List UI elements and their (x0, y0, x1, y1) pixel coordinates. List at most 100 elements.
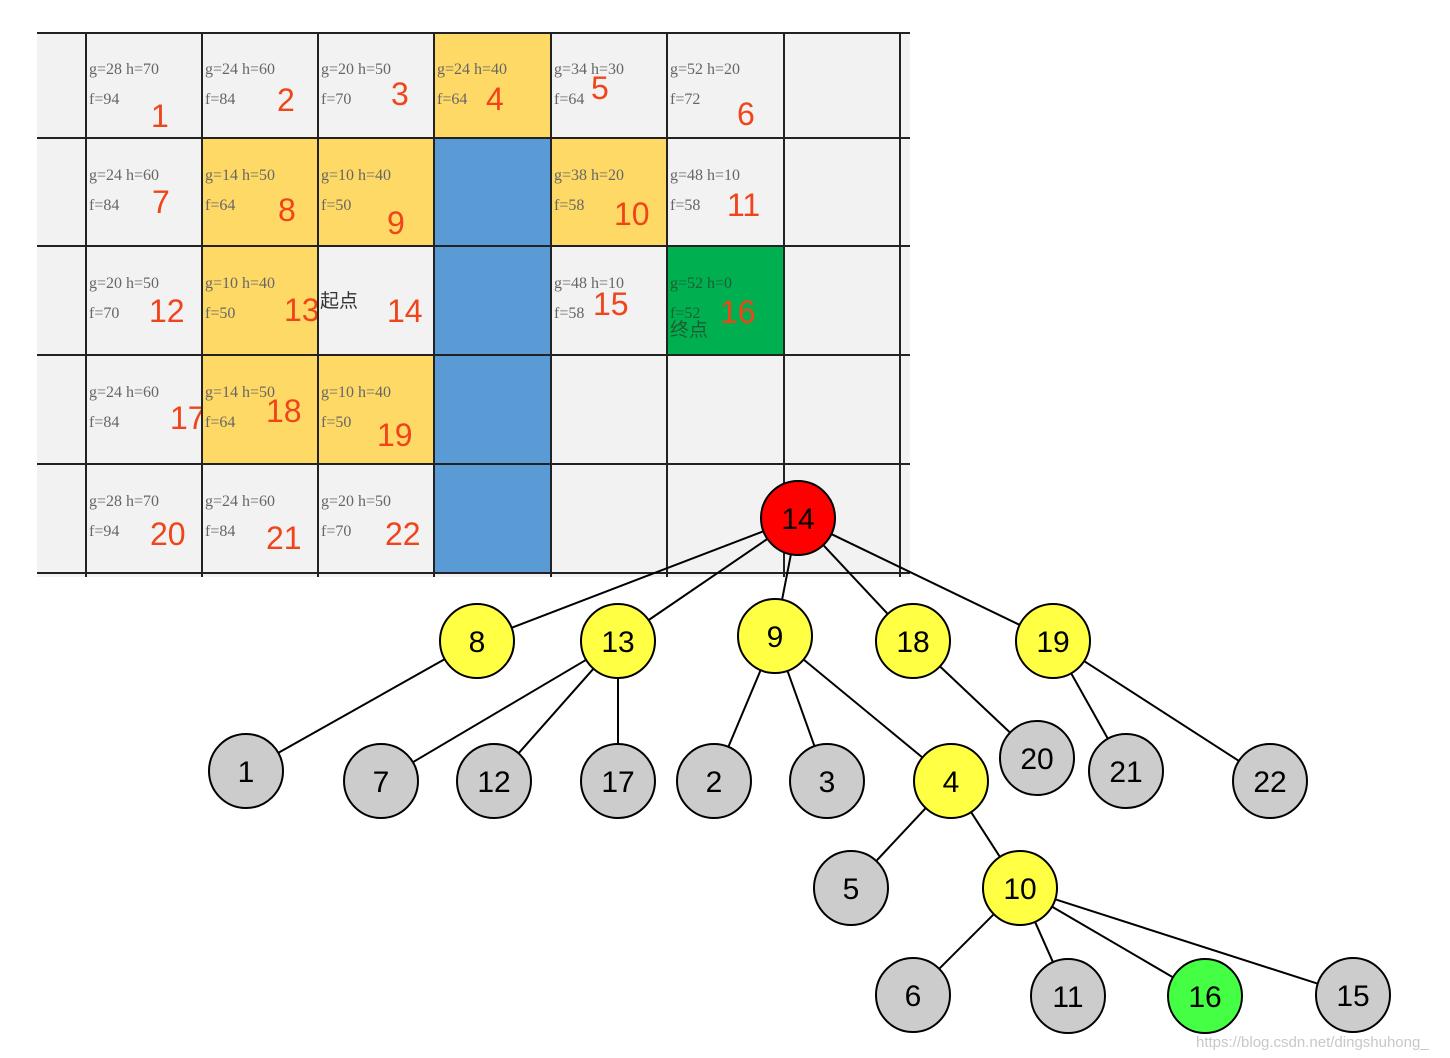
cell-number: 14 (387, 293, 423, 329)
cell-number: 6 (737, 96, 755, 132)
tree-node-18: 18 (875, 603, 951, 679)
cell-gh: g=20 h=50 (321, 493, 392, 510)
cell-gh: g=10 h=40 (321, 384, 392, 401)
cell-number: 12 (149, 293, 185, 329)
tree-node-16: 16 (1167, 958, 1243, 1034)
tree-node-label: 7 (373, 766, 390, 799)
cell-number: 10 (614, 196, 650, 232)
grid-line-vertical (899, 32, 901, 577)
tree-node-label: 20 (1020, 743, 1053, 776)
tree-node-10: 10 (982, 850, 1058, 926)
tree-edge-10-11 (1034, 921, 1054, 963)
cell-number: 21 (266, 520, 302, 556)
tree-node-12: 12 (456, 743, 532, 819)
tree-node-15: 15 (1315, 957, 1391, 1033)
tree-node-6: 6 (875, 957, 951, 1033)
grid-cell (434, 246, 551, 355)
cell-number: 2 (277, 82, 295, 118)
tree-node-label: 6 (905, 980, 922, 1013)
cell-f: f=58 (554, 197, 585, 214)
tree-node-circle (343, 743, 419, 819)
grid-cell (434, 464, 551, 573)
tree-node-circle (913, 743, 989, 819)
cell-number: 1 (151, 98, 169, 134)
grid-cell (784, 32, 900, 138)
tree-node-1: 1 (208, 733, 284, 809)
tree-edge-18-20 (939, 665, 1011, 734)
tree-node-circle (999, 720, 1075, 796)
tree-node-20: 20 (999, 720, 1075, 796)
tree-edge-13-7 (412, 658, 587, 764)
cell-gh: g=28 h=70 (89, 61, 160, 78)
tree-node-label: 1 (238, 756, 255, 789)
tree-node-circle (875, 603, 951, 679)
cell-f: f=84 (205, 91, 236, 108)
grid-line-vertical (783, 32, 785, 577)
tree-edge-9-3 (786, 670, 816, 747)
cell-number: 8 (278, 192, 296, 228)
cell-number: 17 (170, 400, 206, 436)
tree-edge-4-10 (970, 811, 1001, 858)
cell-f: f=70 (321, 523, 352, 540)
cell-f: f=64 (437, 91, 468, 108)
tree-edge-10-6 (938, 913, 995, 970)
tree-node-label: 8 (469, 626, 486, 659)
cell-number: 13 (284, 292, 320, 328)
tree-node-9: 9 (737, 598, 813, 674)
cell-gh: g=14 h=50 (205, 167, 276, 184)
grid-line-horizontal (37, 245, 910, 247)
cell-gh: g=20 h=50 (321, 61, 392, 78)
tree-node-14: 14 (760, 480, 836, 556)
tree-node-circle (439, 603, 515, 679)
cell-gh: g=52 h=0 (670, 275, 733, 292)
cell-f: f=58 (670, 197, 701, 214)
tree-edge-14-13 (647, 538, 769, 621)
tree-node-label: 22 (1253, 766, 1286, 799)
tree-edge-13-12 (517, 668, 595, 754)
cell-f: f=72 (670, 91, 701, 108)
tree-edge-19-22 (1083, 660, 1240, 762)
cell-number: 9 (387, 205, 405, 241)
tree-node-label: 10 (1003, 873, 1036, 906)
cell-f: f=64 (205, 197, 236, 214)
tree-edge-9-4 (802, 658, 924, 759)
tree-node-label: 17 (601, 766, 634, 799)
grid-cell (784, 138, 900, 246)
tree-node-label: 21 (1109, 756, 1142, 789)
grid-cell (667, 355, 784, 464)
cell-f: f=50 (321, 197, 352, 214)
tree-node-circle (760, 480, 836, 556)
tree-node-circle (789, 743, 865, 819)
tree-node-22: 22 (1232, 743, 1308, 819)
tree-node-21: 21 (1088, 733, 1164, 809)
tree-node-label: 9 (767, 621, 784, 654)
tree-edge-9-2 (727, 669, 762, 748)
grid-cell (784, 246, 900, 355)
cell-number: 20 (150, 516, 186, 552)
cell-number: 18 (266, 393, 302, 429)
grid-cell (434, 355, 551, 464)
cell-gh: g=48 h=10 (670, 167, 741, 184)
tree-edge-8-1 (277, 658, 446, 754)
tree-node-circle (580, 603, 656, 679)
cell-gh: g=14 h=50 (205, 384, 276, 401)
cell-gh: g=24 h=40 (437, 61, 508, 78)
grid-cell (434, 138, 551, 246)
tree-node-label: 4 (943, 766, 960, 799)
cell-f: f=94 (89, 523, 120, 540)
cell-f: f=64 (554, 91, 585, 108)
cell-f: f=58 (554, 305, 585, 322)
grid-line-vertical (317, 32, 319, 577)
